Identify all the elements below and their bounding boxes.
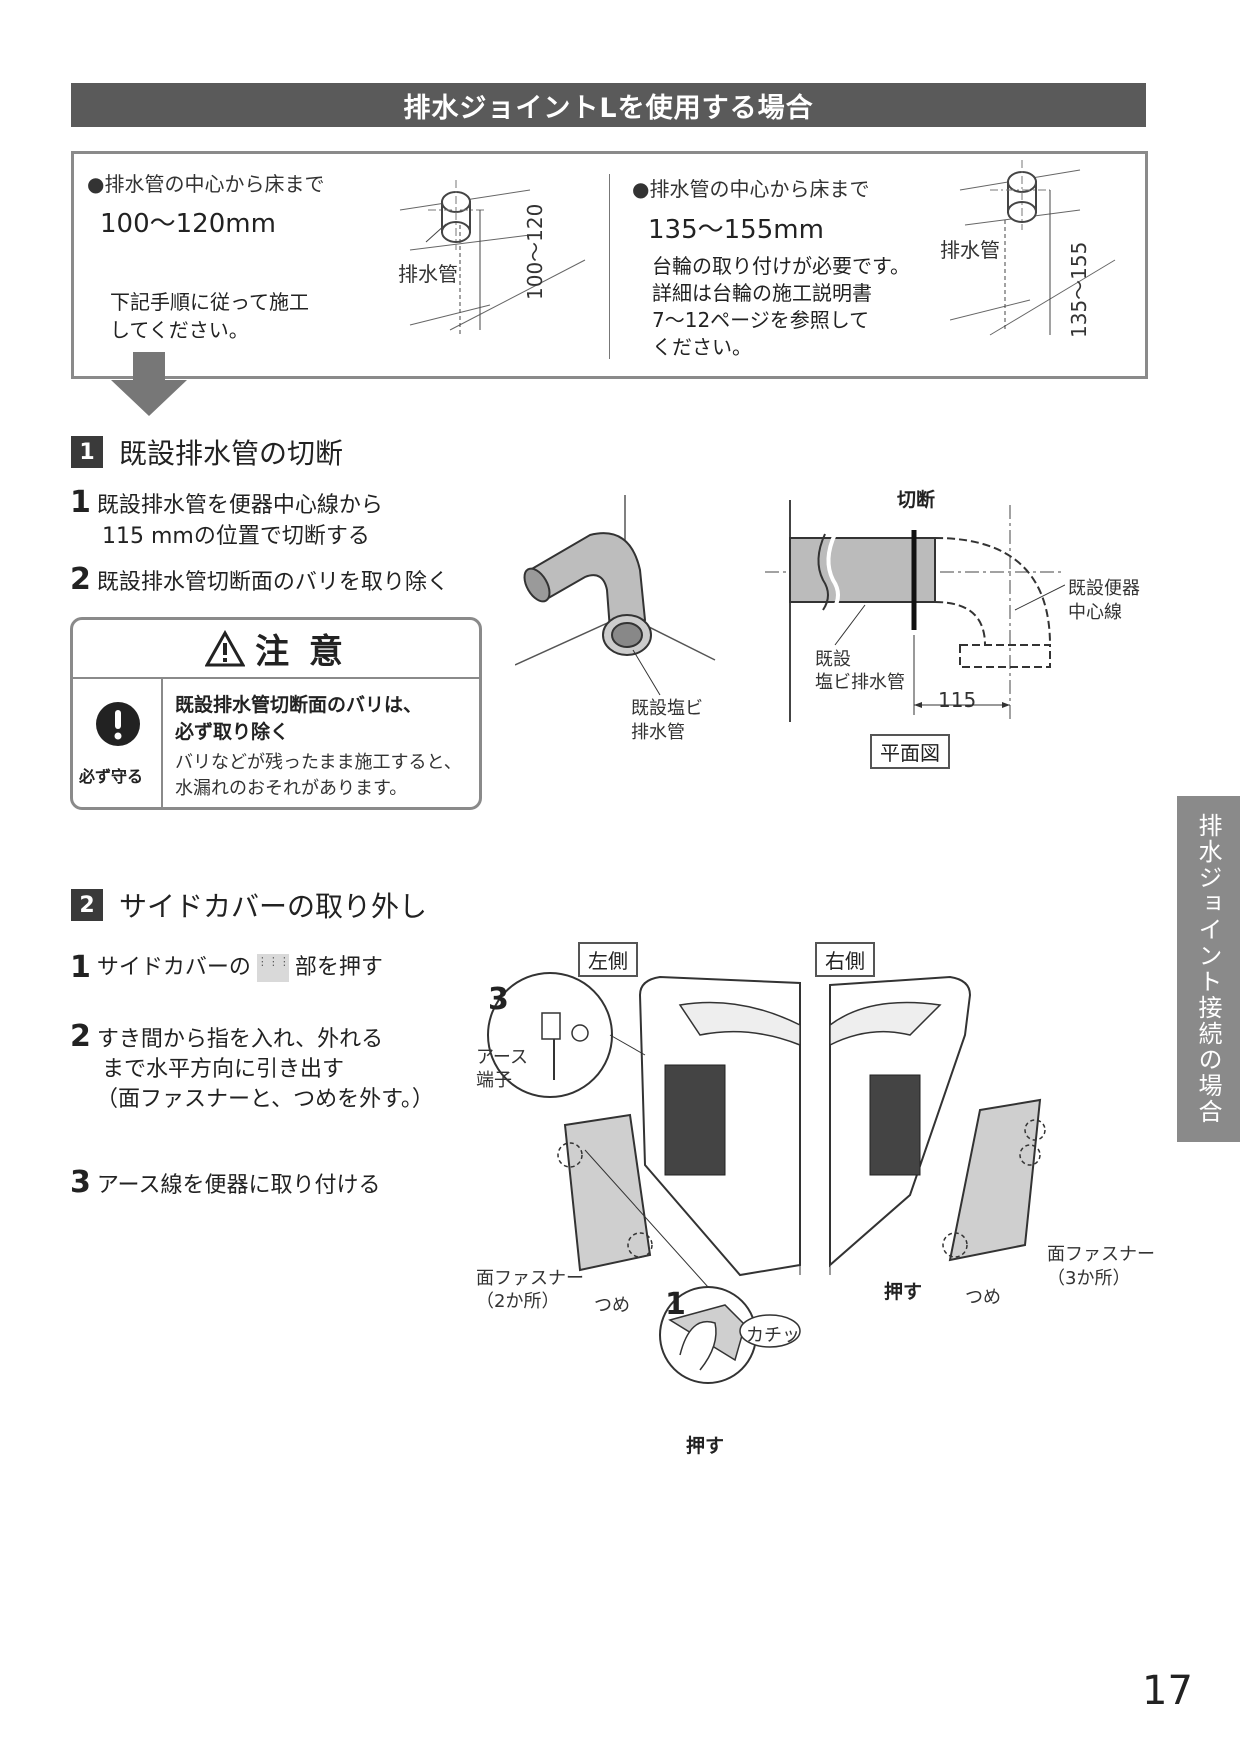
section2-heading: 2 サイドカバーの取り外し: [71, 885, 427, 925]
left-pipe-label: 排水管: [398, 262, 458, 286]
page-number: 17: [1142, 1668, 1193, 1714]
step-text: すき間から指を入れ、外れる: [96, 1027, 384, 1052]
step-text: 既設排水管を便器中心線から: [96, 493, 383, 518]
left-pipe-diagram: [399, 180, 586, 335]
right-note-line3: 7〜12ページを参照して: [652, 308, 870, 332]
caution-bold1: 既設排水管切断面のバリは、: [175, 694, 423, 716]
right-note-line1: 台輪の取り付けが必要です。: [652, 254, 910, 278]
push-right-label: 押す: [884, 1281, 923, 1303]
section1-step1-line2: 115 mmの位置で切断する: [102, 524, 370, 549]
plan-view-diagram: [765, 500, 1065, 722]
right-note-line2: 詳細は台輪の施工説明書: [652, 281, 872, 305]
caution-text1: バリなどが残ったまま施工すると、: [175, 752, 462, 773]
pipe-label2: 排水管: [631, 722, 685, 743]
side-tab: 排水ジョイント接続の場合: [1177, 796, 1240, 1142]
caution-header: 注 意: [73, 620, 479, 679]
fastener-left-label2: （2か所）: [476, 1291, 560, 1312]
right-side-label: 右側: [815, 942, 875, 977]
dim-115-label: 115: [938, 688, 977, 712]
info-divider: [609, 174, 610, 359]
callout-3: 3: [488, 982, 509, 1017]
left-note-line1: 下記手順に従って施工: [110, 290, 309, 314]
center-label2: 中心線: [1068, 602, 1122, 623]
caution-box: 注 意 必ず守る 既設排水管切断面のバリは、 必ず取り除く バリなどが残ったまま…: [70, 617, 482, 810]
down-arrow-icon: [111, 352, 187, 416]
left-range: 100〜120mm: [100, 209, 276, 239]
step-text-pre: サイドカバーの: [96, 955, 251, 980]
existing-label1: 既設: [815, 649, 851, 670]
step-number: 2: [70, 562, 91, 597]
click-text: カチッ: [746, 1325, 800, 1346]
step-number: 1: [70, 485, 91, 520]
section2-number: 2: [71, 889, 103, 921]
section2-step1: 1 サイドカバーの ⋮⋮⋮ 部を押す: [70, 953, 383, 983]
left-side-label: 左側: [578, 942, 638, 977]
fastener-left-label1: 面ファスナー: [476, 1268, 584, 1289]
section1-title: 既設排水管の切断: [119, 437, 344, 470]
exclamation-circle-icon: [96, 702, 140, 746]
page-title: 排水ジョイントLを使用する場合: [71, 83, 1146, 127]
section1-number: 1: [71, 436, 103, 468]
pipe-label1: 既設塩ビ: [631, 698, 703, 719]
section1-heading: 1 既設排水管の切断: [71, 432, 343, 472]
caution-icon-label: 必ず守る: [79, 767, 144, 786]
press-dots-icon: ⋮⋮⋮: [256, 954, 290, 982]
caution-icon-cell: 必ず守る: [73, 679, 163, 807]
step-number: 3: [70, 1165, 91, 1200]
fastener-right-label2: （3か所）: [1047, 1268, 1131, 1289]
right-range: 135〜155mm: [648, 215, 824, 245]
step-number: 1: [70, 950, 91, 985]
center-label1: 既設便器: [1068, 578, 1140, 599]
cut-label: 切断: [897, 489, 936, 511]
tsume-left-label: つめ: [594, 1295, 630, 1316]
section2-step2-line2: まで水平方向に引き出す: [102, 1057, 345, 1082]
warning-triangle-icon: [205, 629, 246, 666]
right-pipe-diagram: [950, 160, 1116, 336]
fastener-right-label1: 面ファスナー: [1047, 1244, 1155, 1265]
left-bullet: ●排水管の中心から床まで: [87, 172, 325, 196]
callout-1: 1: [665, 1287, 686, 1322]
earth-label2: 端子: [476, 1070, 512, 1091]
toilet-side-cover-illustration: [487, 972, 1046, 1384]
pipe-elbow-illustration: [515, 495, 716, 696]
caution-title: 注 意: [255, 632, 347, 672]
earth-label1: アース: [476, 1047, 529, 1068]
section2-title: サイドカバーの取り外し: [119, 890, 428, 923]
step-text-post: 部を押す: [294, 955, 383, 980]
section2-step2-line3: （面ファスナーと、つめを外す。）: [96, 1087, 434, 1112]
step-text: アース線を便器に取り付ける: [96, 1173, 381, 1198]
right-bullet: ●排水管の中心から床まで: [632, 177, 870, 201]
right-note-line4: ください。: [652, 335, 752, 359]
tsume-right-label: つめ: [965, 1287, 1001, 1308]
left-dim-label: 100〜120: [523, 203, 547, 300]
step-text: 既設排水管切断面のバリを取り除く: [96, 570, 449, 595]
caution-bold2: 必ず取り除く: [175, 721, 290, 743]
push-bottom-label: 押す: [686, 1435, 725, 1457]
right-pipe-label: 排水管: [940, 238, 1000, 262]
caution-text2: 水漏れのおそれがあります。: [175, 778, 408, 799]
step-number: 2: [70, 1019, 91, 1054]
right-dim-label: 135〜155: [1067, 241, 1091, 338]
left-note-line2: してください。: [110, 318, 249, 342]
existing-label2: 塩ビ排水管: [815, 672, 905, 693]
plan-view-label: 平面図: [870, 734, 950, 769]
